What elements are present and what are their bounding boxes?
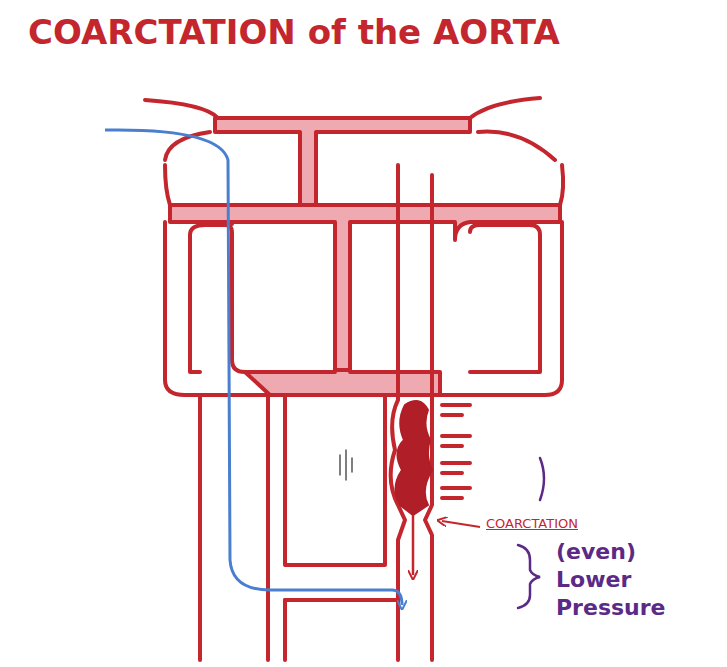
diagram-title: COARCTATION of the AORTA	[28, 12, 668, 52]
coarctation-label: COARCTATION	[486, 516, 626, 531]
pressure-note: (even) Lower Pressure	[556, 538, 674, 622]
